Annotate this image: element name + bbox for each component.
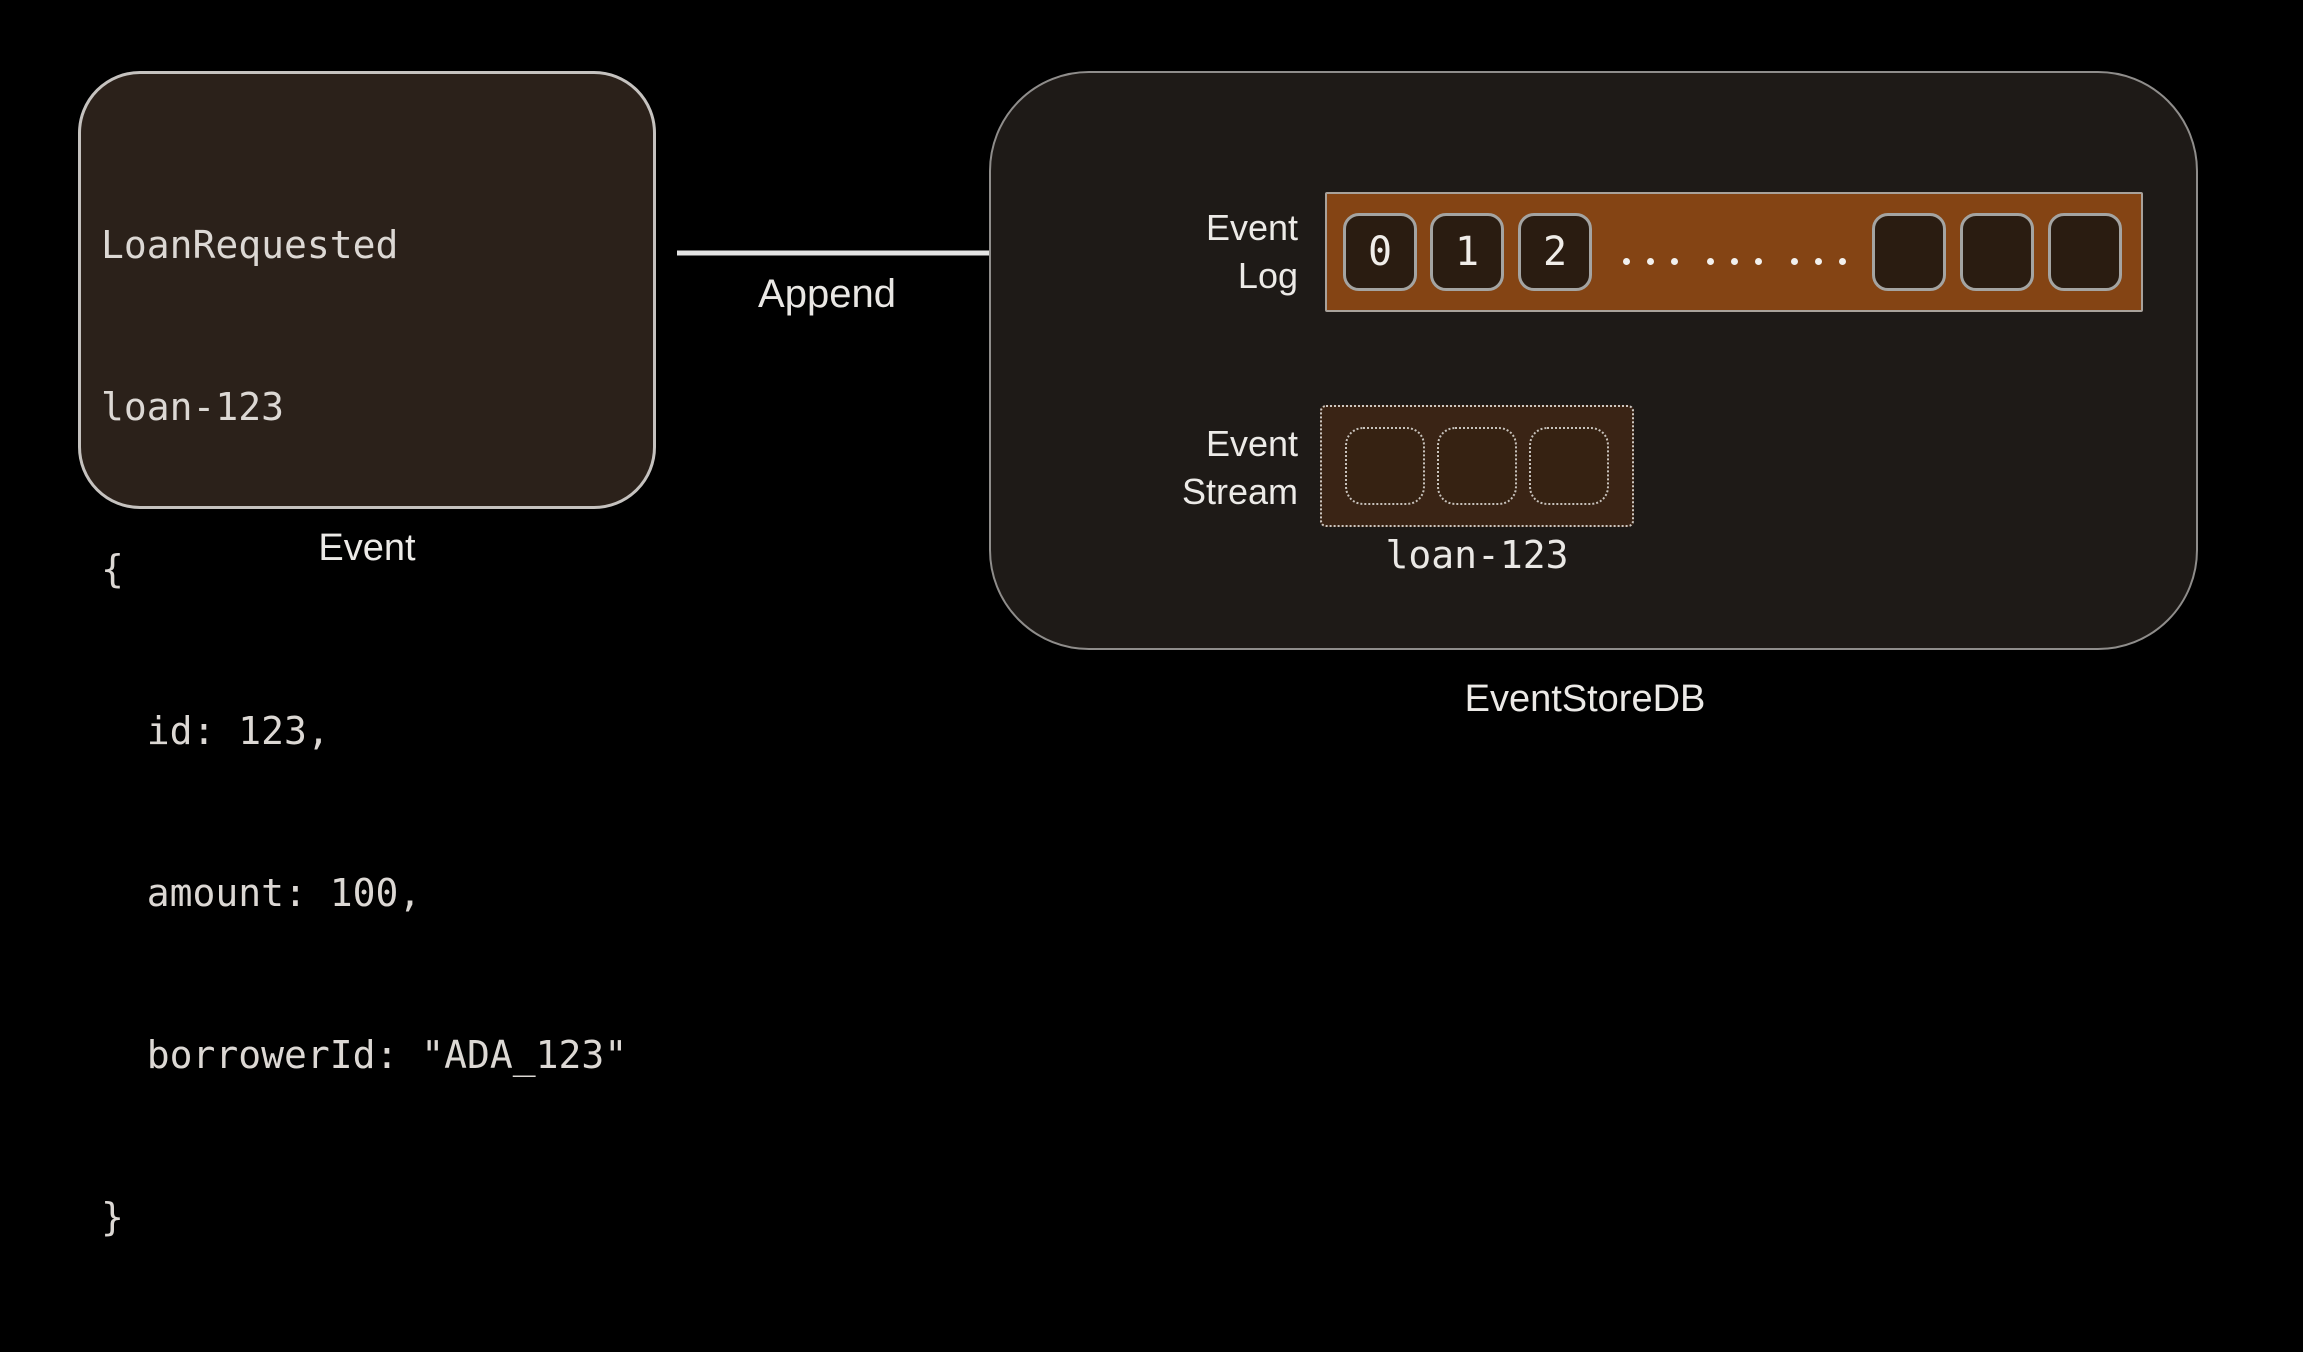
event-log-label: Event Log xyxy=(1088,204,1298,300)
dot xyxy=(1791,258,1798,265)
dot xyxy=(1815,258,1822,265)
code-line: { xyxy=(101,547,124,591)
dot-group xyxy=(1791,258,1846,265)
dot xyxy=(1647,258,1654,265)
code-line: loan-123 xyxy=(101,385,285,429)
log-cell-empty xyxy=(1960,213,2034,291)
dot xyxy=(1671,258,1678,265)
code-line: id: 123, xyxy=(101,709,330,753)
event-log-label-line2: Log xyxy=(1237,255,1298,296)
log-cell-0: 0 xyxy=(1343,213,1417,291)
code-line: } xyxy=(101,1195,124,1239)
event-card-caption: Event xyxy=(318,527,416,569)
dot-group xyxy=(1623,258,1678,265)
eventstoredb-container xyxy=(989,71,2198,650)
dot xyxy=(1755,258,1762,265)
code-line: LoanRequested xyxy=(101,223,399,267)
event-stream-label-line2: Stream xyxy=(1181,471,1298,512)
code-line: borrowerId: "ADA_123" xyxy=(101,1033,628,1077)
log-cell-empty xyxy=(1872,213,1946,291)
stream-cell-placeholder xyxy=(1345,427,1425,505)
event-stream-label-line1: Event xyxy=(1205,423,1298,464)
append-label: Append xyxy=(758,272,896,316)
dot-group xyxy=(1707,258,1762,265)
stream-cell-placeholder xyxy=(1437,427,1517,505)
log-cell-empty xyxy=(2048,213,2122,291)
log-cell-1: 1 xyxy=(1430,213,1504,291)
eventstoredb-caption: EventStoreDB xyxy=(1464,678,1706,720)
stream-name-label: loan-123 xyxy=(1385,533,1569,577)
event-log-label-line1: Event xyxy=(1205,207,1298,248)
dot xyxy=(1731,258,1738,265)
dot xyxy=(1839,258,1846,265)
code-line: amount: 100, xyxy=(101,871,422,915)
event-code-block: LoanRequested loan-123 { id: 123, amount… xyxy=(101,110,627,1352)
log-ellipsis-dots xyxy=(1623,258,1846,265)
stream-cell-placeholder xyxy=(1529,427,1609,505)
log-cell-2: 2 xyxy=(1518,213,1592,291)
event-stream-label: Event Stream xyxy=(1088,420,1298,516)
event-log-bar: 0 1 2 xyxy=(1325,192,2143,312)
event-stream-box xyxy=(1320,405,1634,527)
event-card: LoanRequested loan-123 { id: 123, amount… xyxy=(78,71,656,1239)
dot xyxy=(1707,258,1714,265)
dot xyxy=(1623,258,1630,265)
